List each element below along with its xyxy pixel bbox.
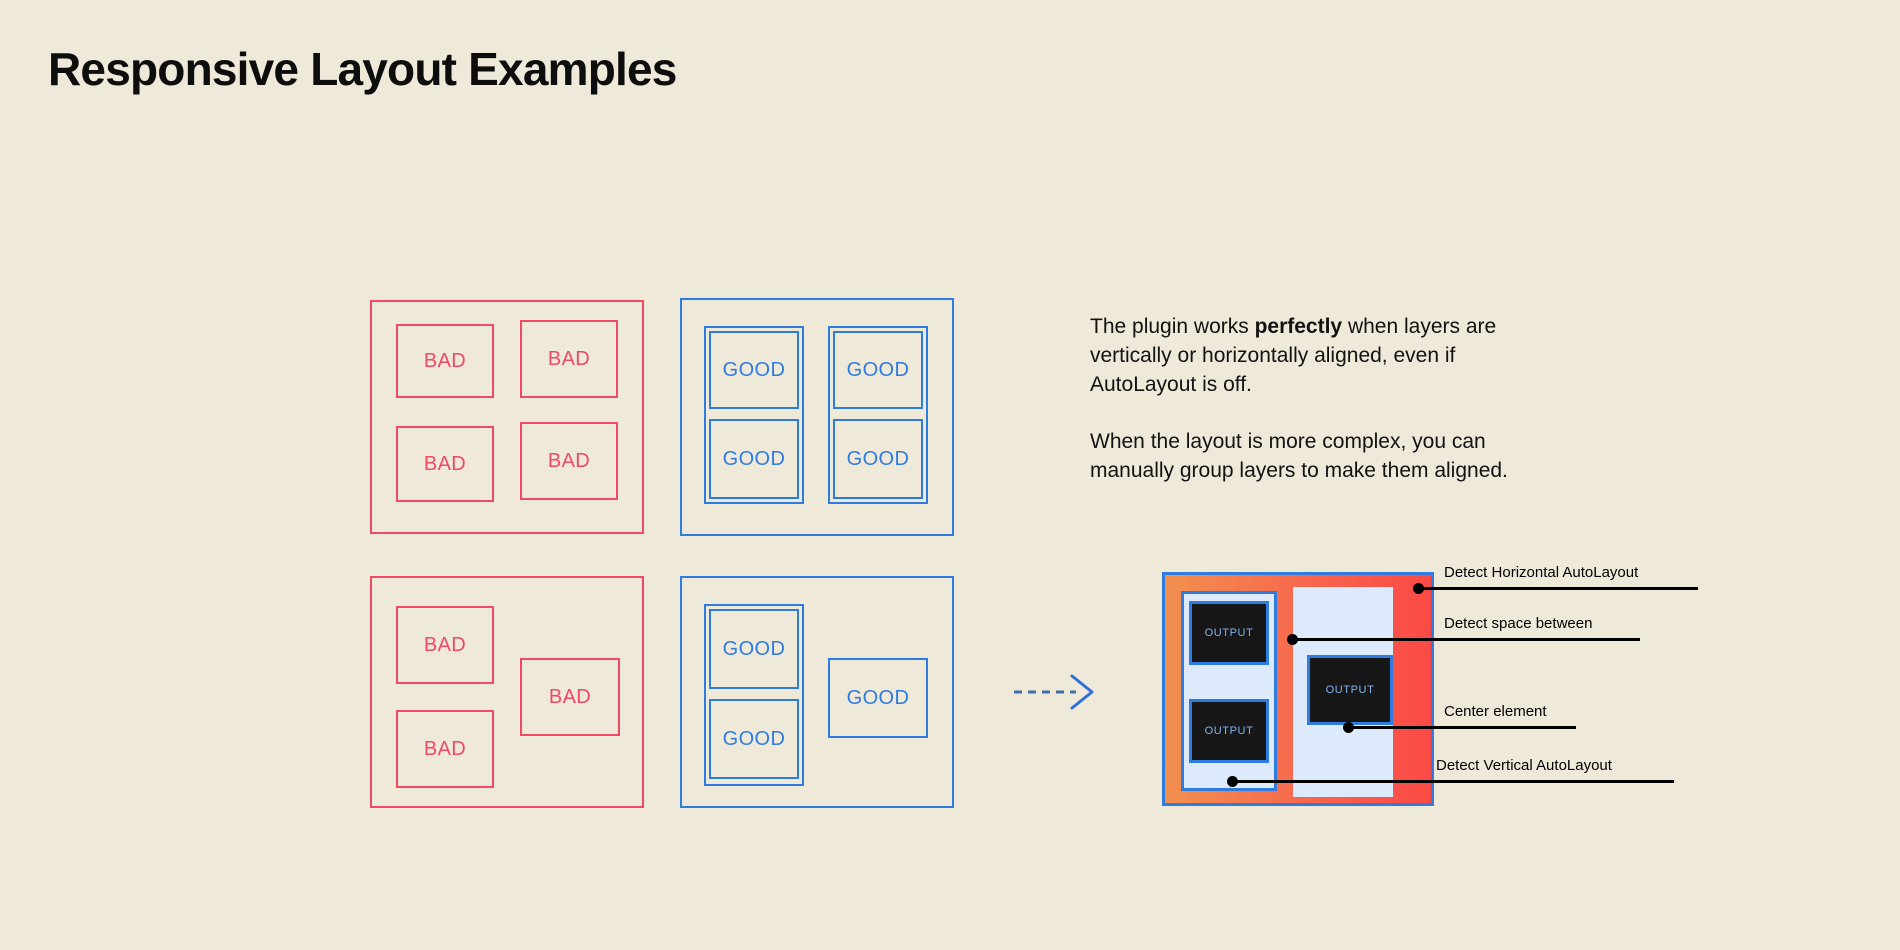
bad-complex-cell-1: BAD [396, 606, 494, 684]
good-complex-group-1: GOOD GOOD [704, 604, 804, 786]
callout-leader-line [1232, 780, 1674, 783]
cell-label: GOOD [722, 358, 786, 381]
good-grid-cell-1: GOOD [709, 331, 799, 409]
output-box-3: OUTPUT [1307, 655, 1393, 725]
cell-label: GOOD [722, 447, 786, 470]
cell-label: BAD [547, 449, 591, 472]
bad-grid-cell-4: BAD [520, 422, 618, 500]
good-complex-cell-3: GOOD [828, 658, 928, 738]
callout-leader-line [1292, 638, 1640, 641]
explainer-paragraph-1: The plugin works perfectly when layers a… [1090, 312, 1560, 399]
output-label: OUTPUT [1204, 725, 1254, 737]
page-title: Responsive Layout Examples [48, 43, 677, 95]
result-diagram: OUTPUT OUTPUT OUTPUT [1162, 572, 1434, 806]
callout-label: Detect Horizontal AutoLayout [1444, 564, 1639, 581]
bad-grid-panel: BAD BAD BAD BAD [370, 300, 644, 534]
cell-label: GOOD [846, 358, 910, 381]
explainer-p1-before: The plugin works [1090, 315, 1255, 338]
output-label: OUTPUT [1325, 684, 1375, 696]
bad-complex-panel: BAD BAD BAD [370, 576, 644, 808]
cell-label: BAD [423, 633, 467, 656]
good-complex-panel: GOOD GOOD GOOD [680, 576, 954, 808]
good-grid-cell-3: GOOD [709, 419, 799, 499]
cell-label: BAD [423, 452, 467, 475]
cell-label: GOOD [722, 637, 786, 660]
flow-arrow-icon [1014, 674, 1094, 710]
callout-label: Center element [1444, 703, 1547, 720]
good-grid-cell-4: GOOD [833, 419, 923, 499]
bad-complex-cell-2: BAD [396, 710, 494, 788]
bad-grid-cell-1: BAD [396, 324, 494, 398]
cell-label: BAD [423, 737, 467, 760]
callout-label: Detect space between [1444, 615, 1593, 632]
cell-label: BAD [547, 347, 591, 370]
good-grid-panel: GOOD GOOD GOOD GOOD [680, 298, 954, 536]
callout-label: Detect Vertical AutoLayout [1436, 757, 1612, 774]
cell-label: GOOD [846, 447, 910, 470]
bad-grid-cell-2: BAD [520, 320, 618, 398]
good-complex-cell-2: GOOD [709, 699, 799, 779]
explainer-p1-bold: perfectly [1254, 315, 1343, 338]
cell-label: GOOD [722, 727, 786, 750]
explainer-paragraph-2: When the layout is more complex, you can… [1090, 430, 1508, 482]
explainer-p1-after: when layers are vertically or horizontal… [1090, 315, 1497, 396]
output-box-2: OUTPUT [1189, 699, 1269, 763]
callout-leader-line [1418, 587, 1698, 590]
bad-complex-cell-3: BAD [520, 658, 620, 736]
good-grid-group-2: GOOD GOOD [828, 326, 928, 504]
good-grid-cell-2: GOOD [833, 331, 923, 409]
cell-label: BAD [548, 685, 592, 708]
callout-leader-line [1348, 726, 1576, 729]
cell-label: GOOD [846, 686, 910, 709]
explainer-text: The plugin works perfectly when layers a… [1090, 312, 1560, 485]
good-grid-group-1: GOOD GOOD [704, 326, 804, 504]
cell-label: BAD [423, 349, 467, 372]
bad-grid-cell-3: BAD [396, 426, 494, 502]
good-complex-cell-1: GOOD [709, 609, 799, 689]
output-box-1: OUTPUT [1189, 601, 1269, 665]
output-label: OUTPUT [1204, 627, 1254, 639]
